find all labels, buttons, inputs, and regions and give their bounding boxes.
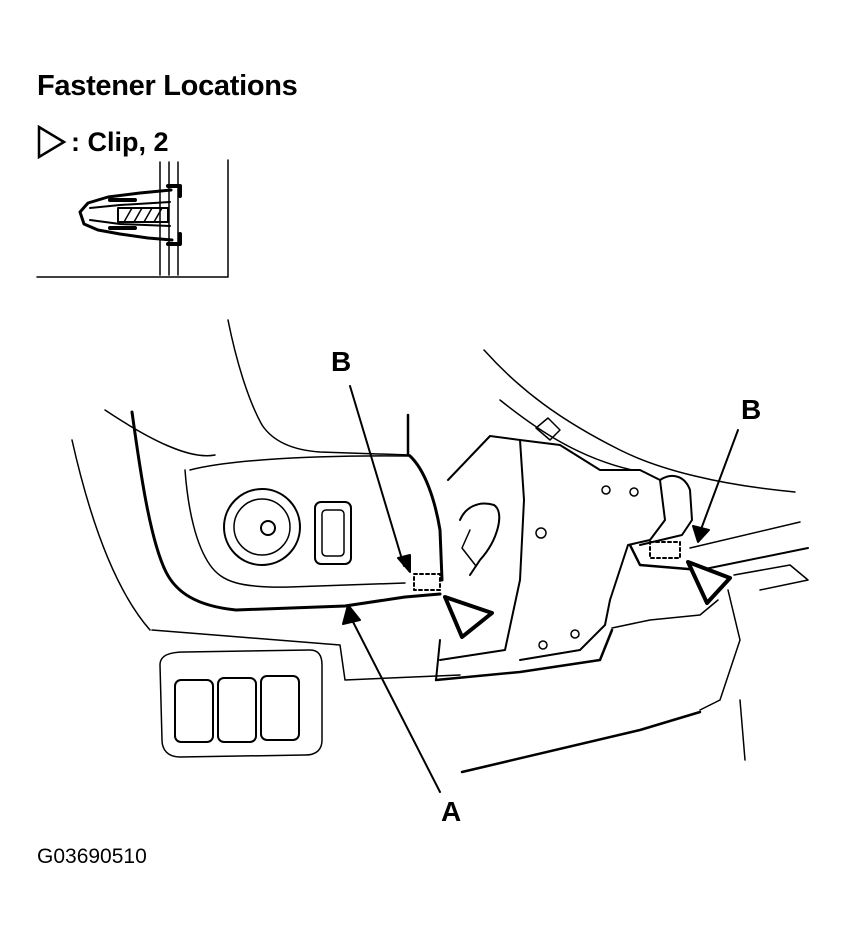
legend: : Clip, 2 (37, 124, 169, 160)
clip-detail-inset (36, 159, 229, 278)
clip-location-left (413, 573, 441, 591)
callout-b-right: B (741, 394, 762, 425)
clip-marker-right (686, 560, 732, 605)
clip-location-right (649, 541, 681, 559)
clip-marker-left (443, 595, 494, 639)
callout-a: A (441, 796, 462, 827)
figure-id: G03690510 (37, 845, 147, 868)
legend-text: : Clip, 2 (71, 126, 169, 157)
callout-b-left: B (331, 346, 352, 377)
kick-panel-drawing (71, 319, 809, 774)
leader-lines (342, 385, 739, 793)
triangle-outline-icon (37, 125, 67, 159)
diagram-title: Fastener Locations (37, 70, 298, 102)
